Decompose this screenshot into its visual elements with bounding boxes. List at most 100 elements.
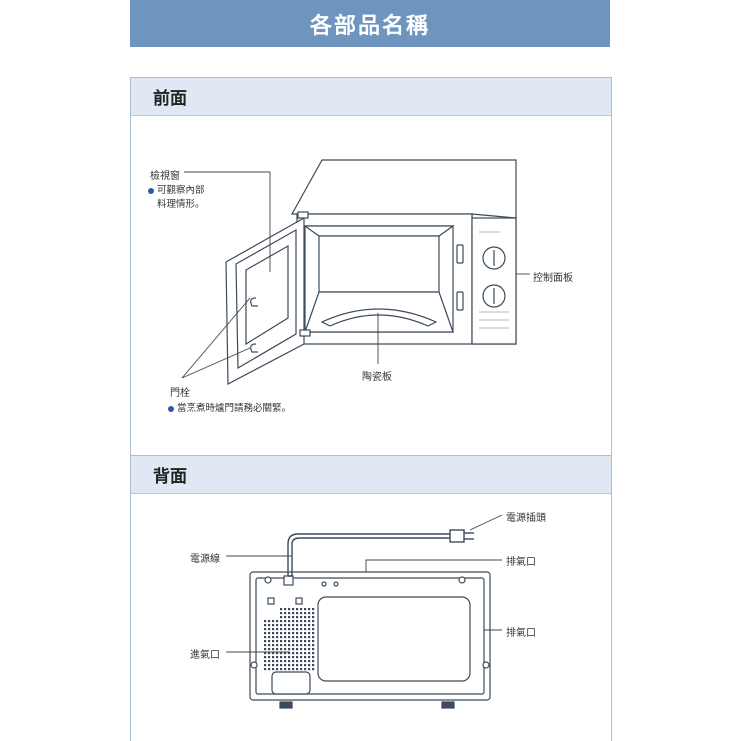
vent-hole xyxy=(304,608,307,611)
vent-hole xyxy=(288,628,291,631)
vent-hole xyxy=(292,644,295,647)
vent-hole xyxy=(308,628,311,631)
vent-hole xyxy=(300,608,303,611)
vent-hole xyxy=(308,640,311,643)
vent-hole xyxy=(300,624,303,627)
vent-hole xyxy=(296,664,299,667)
vent-hole xyxy=(276,632,279,635)
vent-hole xyxy=(308,648,311,651)
vent-hole xyxy=(308,668,311,671)
vent-hole xyxy=(288,668,291,671)
vent-hole xyxy=(300,640,303,643)
vent-hole xyxy=(308,608,311,611)
vent-hole xyxy=(288,616,291,619)
vent-hole xyxy=(292,648,295,651)
vent-hole xyxy=(276,636,279,639)
vent-hole xyxy=(264,620,267,623)
vent-hole xyxy=(312,636,315,639)
vent-hole xyxy=(288,632,291,635)
back-section-title: 背面 xyxy=(131,456,611,494)
vent-hole xyxy=(304,652,307,655)
vent-hole xyxy=(312,632,315,635)
window-note-line-1: 可觀察內部 xyxy=(157,185,205,196)
vent-hole xyxy=(296,632,299,635)
vent-hole xyxy=(284,668,287,671)
vent-hole xyxy=(308,660,311,663)
vent-hole xyxy=(312,608,315,611)
vent-hole xyxy=(268,640,271,643)
vent-hole xyxy=(284,664,287,667)
vent-hole xyxy=(284,628,287,631)
vent-hole xyxy=(280,632,283,635)
vent-hole xyxy=(280,640,283,643)
vent-hole xyxy=(280,608,283,611)
vent-hole xyxy=(304,624,307,627)
vent-hole xyxy=(300,636,303,639)
vent-hole xyxy=(268,664,271,667)
vent-hole xyxy=(288,612,291,615)
power-cord xyxy=(287,529,474,577)
vent-hole xyxy=(312,616,315,619)
vent-hole xyxy=(280,664,283,667)
vent-hole xyxy=(296,624,299,627)
vent-hole xyxy=(280,620,283,623)
vent-hole xyxy=(272,664,275,667)
vent-hole xyxy=(288,608,291,611)
vent-hole xyxy=(264,648,267,651)
vent-hole xyxy=(280,616,283,619)
vent-hole xyxy=(300,660,303,663)
vent-hole xyxy=(300,612,303,615)
vent-hole xyxy=(264,656,267,659)
vent-hole xyxy=(284,644,287,647)
bullet-icon xyxy=(148,187,154,194)
exhaust-top-label: 排氣口 xyxy=(506,557,536,568)
vent-hole xyxy=(284,620,287,623)
vent-hole xyxy=(272,668,275,671)
vent-hole xyxy=(296,656,299,659)
front-section-title: 前面 xyxy=(131,78,611,116)
vent-hole xyxy=(284,656,287,659)
intake-vent-grid xyxy=(264,608,315,671)
vent-hole xyxy=(280,648,283,651)
vent-hole xyxy=(280,668,283,671)
vent-hole xyxy=(268,628,271,631)
vent-hole xyxy=(264,624,267,627)
vent-hole xyxy=(288,636,291,639)
vent-hole xyxy=(292,632,295,635)
vent-hole xyxy=(272,652,275,655)
vent-hole xyxy=(312,612,315,615)
vent-hole xyxy=(268,636,271,639)
vent-hole xyxy=(272,640,275,643)
vent-hole xyxy=(284,632,287,635)
vent-hole xyxy=(304,644,307,647)
vent-hole xyxy=(268,624,271,627)
vent-hole xyxy=(288,652,291,655)
vent-hole xyxy=(300,644,303,647)
vent-hole xyxy=(268,660,271,663)
vent-hole xyxy=(272,636,275,639)
vent-hole xyxy=(308,612,311,615)
vent-hole xyxy=(292,640,295,643)
vent-hole xyxy=(280,628,283,631)
vent-hole xyxy=(300,648,303,651)
window-label: 檢視窗 xyxy=(150,171,180,182)
vent-hole xyxy=(284,608,287,611)
bullet-icon xyxy=(168,405,174,412)
vent-hole xyxy=(292,616,295,619)
vent-hole xyxy=(304,632,307,635)
vent-hole xyxy=(292,652,295,655)
plug-label: 電源插頭 xyxy=(506,513,546,524)
vent-hole xyxy=(276,652,279,655)
window-note: 可觀察內部 料理情形。 xyxy=(148,184,205,212)
vent-hole xyxy=(296,608,299,611)
vent-hole xyxy=(312,628,315,631)
vent-hole xyxy=(268,648,271,651)
vent-hole xyxy=(264,644,267,647)
vent-hole xyxy=(288,656,291,659)
vent-hole xyxy=(304,660,307,663)
vent-hole xyxy=(292,612,295,615)
vent-hole xyxy=(308,664,311,667)
vent-hole xyxy=(292,660,295,663)
vent-hole xyxy=(304,616,307,619)
vent-hole xyxy=(296,616,299,619)
